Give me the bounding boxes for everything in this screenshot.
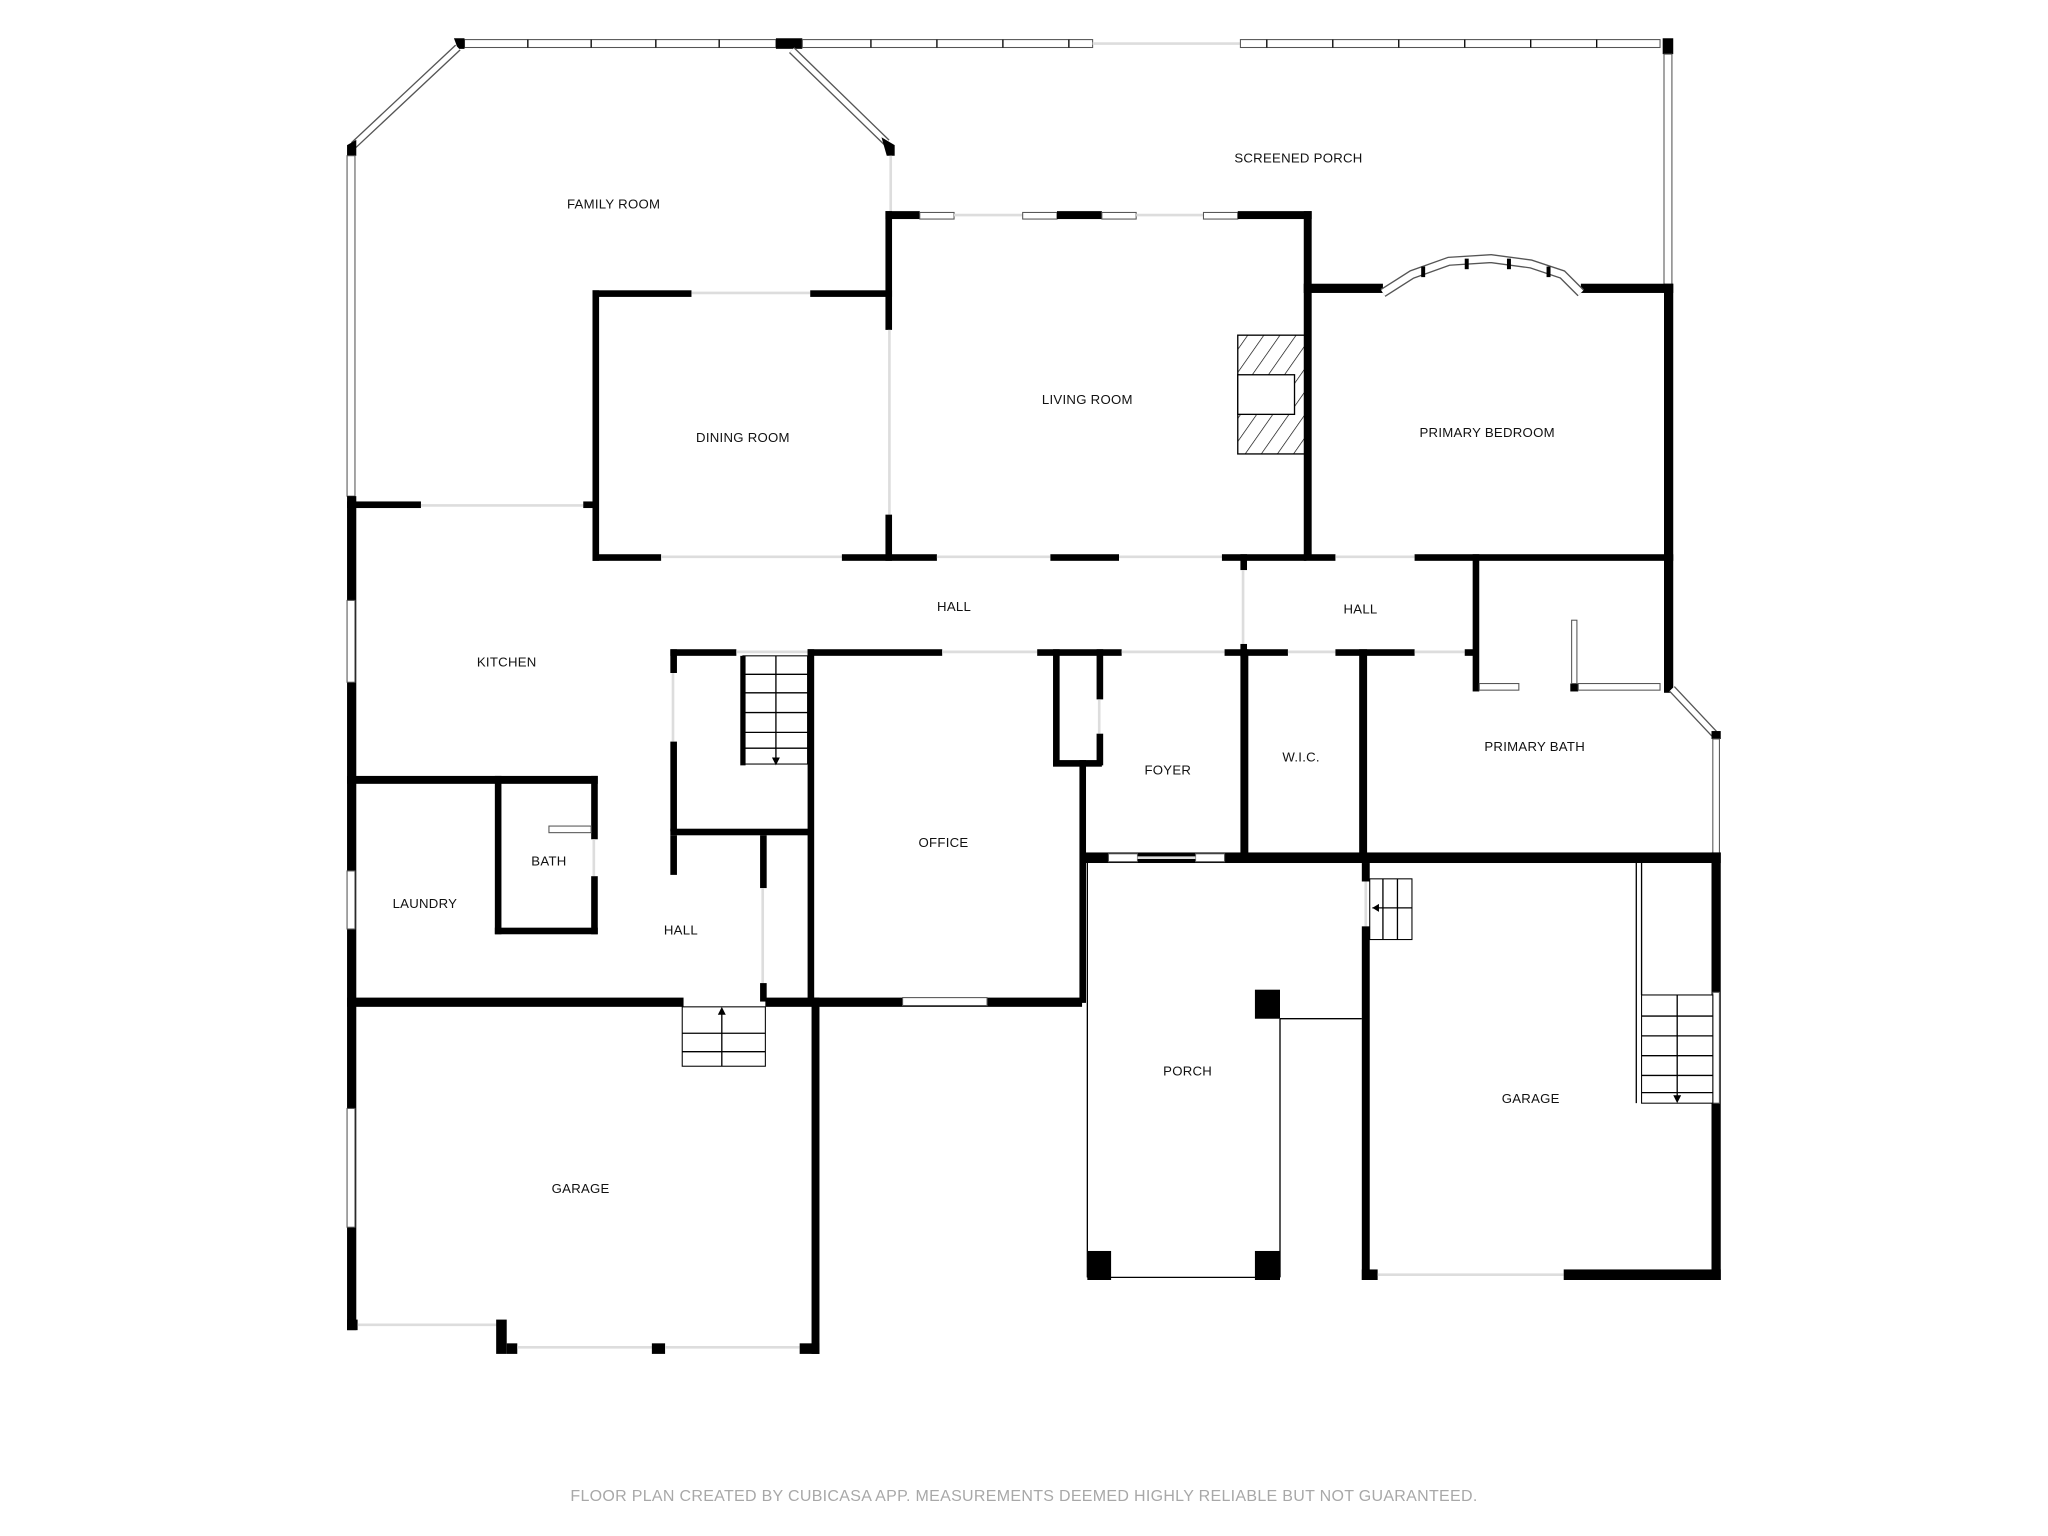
room-label-primary-bath: PRIMARY BATH xyxy=(1484,739,1585,754)
room-label-garage-right: GARAGE xyxy=(1502,1091,1560,1106)
room-label-hall-primary: HALL xyxy=(1343,602,1377,617)
room-label-dining-room: DINING ROOM xyxy=(696,430,790,445)
room-label-office: OFFICE xyxy=(919,835,969,850)
room-label-kitchen: KITCHEN xyxy=(477,654,537,669)
walls xyxy=(346,211,1721,1354)
room-label-bath: BATH xyxy=(531,854,566,869)
room-label-foyer: FOYER xyxy=(1144,763,1191,778)
room-label-garage-left: GARAGE xyxy=(552,1181,610,1196)
room-label-living-room: LIVING ROOM xyxy=(1042,392,1133,407)
stairs-icon xyxy=(740,655,809,766)
room-label-wic: W.I.C. xyxy=(1282,749,1319,764)
room-label-screened-porch: SCREENED PORCH xyxy=(1234,150,1362,165)
stairs-icon xyxy=(1641,994,1714,1104)
stairs-icon xyxy=(1369,878,1413,941)
family-room-bay xyxy=(346,38,895,497)
room-label-laundry: LAUNDRY xyxy=(393,896,458,911)
top-window-strip xyxy=(463,38,1674,286)
footer-disclaimer: FLOOR PLAN CREATED BY CUBICASA APP. MEAS… xyxy=(570,1488,1478,1505)
fireplace-icon xyxy=(1237,334,1306,455)
stairs-icon xyxy=(681,1006,766,1067)
bay-window xyxy=(1380,254,1585,297)
room-label-hall-rear: HALL xyxy=(664,922,698,937)
room-label-porch: PORCH xyxy=(1163,1063,1212,1078)
room-label-family-room: FAMILY ROOM xyxy=(567,196,660,211)
room-label-primary-bedroom: PRIMARY BEDROOM xyxy=(1419,425,1554,440)
room-label-hall-main: HALL xyxy=(937,599,971,614)
